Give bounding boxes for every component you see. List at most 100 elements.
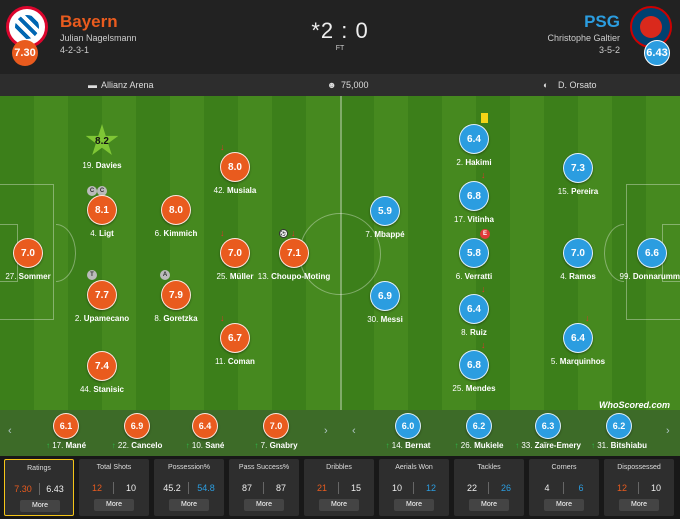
player-name: Verratti xyxy=(464,272,493,281)
player-name: Coman xyxy=(227,357,255,366)
player-sommer[interactable]: 7.0 27. Sommer xyxy=(0,238,78,288)
player-number: 4. xyxy=(560,272,567,281)
match-status: FT xyxy=(335,45,345,52)
player-rating: 6.7 xyxy=(220,323,250,353)
sub-zaire-emery[interactable]: 6.3 ↑ 33. Zaïre-Emery xyxy=(508,410,588,456)
player-goretzka[interactable]: 7.9 8. Goretzka xyxy=(126,280,226,330)
player-number: 4. xyxy=(90,229,97,238)
bench-next-chevron-icon[interactable]: › xyxy=(324,425,328,437)
away-team-name[interactable]: PSG xyxy=(584,12,620,31)
player-rating: 8.0 xyxy=(161,195,191,225)
player-ramos[interactable]: 7.0 4. Ramos xyxy=(528,238,628,288)
home-team-name[interactable]: Bayern xyxy=(60,12,118,31)
sub-bernat[interactable]: 6.0 ↑ 14. Bernat xyxy=(368,410,448,456)
more-button[interactable]: More xyxy=(544,499,584,511)
more-button[interactable]: More xyxy=(394,499,434,511)
more-button[interactable]: More xyxy=(619,499,659,511)
a-badge: A xyxy=(160,270,170,280)
player-name: Sommer xyxy=(18,272,51,281)
stat-card-dispossessed[interactable]: Dispossessed 12 10 More xyxy=(604,459,674,516)
player-number: 5. xyxy=(550,357,558,366)
player-mendes[interactable]: 6.8 25. Mendes xyxy=(424,350,524,400)
player-kimmich[interactable]: 8.0 6. Kimmich xyxy=(126,195,226,245)
player-name: Zaïre-Emery xyxy=(534,441,581,450)
sub-off-icon: ↓ xyxy=(291,228,296,238)
sub-on-icon: ↑ xyxy=(385,441,390,450)
sub-off-icon: ↓ xyxy=(220,228,225,238)
player-number: 2. xyxy=(456,158,464,167)
captain-badge: C xyxy=(87,186,97,196)
more-button[interactable]: More xyxy=(169,499,209,511)
stat-card-ratings[interactable]: Ratings 7.30 6.43 More xyxy=(4,459,74,516)
player-musiala[interactable]: 8.0 42. Musiala xyxy=(185,152,285,202)
whistle-icon: ◐ xyxy=(543,80,549,90)
stat-away-value: 15 xyxy=(350,483,361,493)
sub-off-icon: ↓ xyxy=(220,313,225,323)
captain-badge: C xyxy=(97,186,107,196)
player-upamecano[interactable]: 7.7 2. Upamecano xyxy=(52,280,152,330)
player-muller[interactable]: 7.0 25. Müller xyxy=(185,238,285,288)
player-ruiz[interactable]: 6.4 8. Ruiz xyxy=(424,294,524,344)
sub-cancelo[interactable]: 6.9 ↑ 22. Cancelo xyxy=(97,410,177,456)
player-stanisic[interactable]: 7.4 44. Stanisic xyxy=(52,351,152,401)
referee: D. Orsato xyxy=(558,80,597,90)
player-rating: 6.0 xyxy=(395,413,421,439)
player-number: 13. xyxy=(257,272,269,281)
player-name: Mendes xyxy=(465,384,496,393)
match-header: 7.30 Bayern Julian Nagelsmann 4-2-3-1 *2… xyxy=(0,0,680,74)
stat-title: Ratings xyxy=(27,465,51,472)
player-number: 17. xyxy=(454,215,466,224)
player-marquinhos[interactable]: 6.4 5. Marquinhos xyxy=(528,323,628,373)
stat-card-dribbles[interactable]: Dribbles 21 15 More xyxy=(304,459,374,516)
stat-card-aerials-won[interactable]: Aerials Won 10 12 More xyxy=(379,459,449,516)
bench-next-chevron-icon[interactable]: › xyxy=(666,425,670,437)
player-number: 99. xyxy=(619,272,631,281)
player-number: 19. xyxy=(82,161,94,170)
stat-card-total-shots[interactable]: Total Shots 12 10 More xyxy=(79,459,149,516)
more-button[interactable]: More xyxy=(469,499,509,511)
more-button[interactable]: More xyxy=(94,499,134,511)
player-pereira[interactable]: 7.3 15. Pereira xyxy=(528,153,628,203)
sub-gnabry[interactable]: 7.0 ↑ 7. Gnabry xyxy=(236,410,316,456)
stat-title: Corners xyxy=(551,464,577,471)
stat-home-value: 87 xyxy=(241,483,252,493)
player-ligt[interactable]: 8.1 4. Ligt xyxy=(52,195,152,245)
player-hakimi[interactable]: 6.4 2. Hakimi xyxy=(424,124,524,174)
stat-card-corners[interactable]: Corners 4 6 More xyxy=(529,459,599,516)
player-rating: 7.0 xyxy=(263,413,289,439)
player-name: Donnarumma xyxy=(632,272,680,281)
more-button[interactable]: More xyxy=(20,500,60,512)
sub-mukiele[interactable]: 6.2 ↑ 26. Mukiele xyxy=(439,410,519,456)
player-rating: 8.2 xyxy=(85,124,119,155)
player-rating: 7.7 xyxy=(87,280,117,310)
more-button[interactable]: More xyxy=(319,499,359,511)
stat-card-possession[interactable]: Possession% 45.2 54.8 More xyxy=(154,459,224,516)
player-vitinha[interactable]: 6.8 17. Vitinha xyxy=(424,181,524,231)
player-davies[interactable]: 8.2 19. Davies xyxy=(52,124,152,177)
player-name: Müller xyxy=(229,272,254,281)
player-rating: 7.1 xyxy=(279,238,309,268)
sub-off-icon: ↓ xyxy=(481,284,486,294)
stat-card-tackles[interactable]: Tackles 22 26 More xyxy=(454,459,524,516)
stat-card-pass-success[interactable]: Pass Success% 87 87 More xyxy=(229,459,299,516)
stat-away-value: 10 xyxy=(125,483,136,493)
bench-prev-chevron-icon[interactable]: ‹ xyxy=(352,425,356,437)
player-choupo-moting[interactable]: 7.1 13. Choupo-Moting xyxy=(244,238,344,288)
player-rating: 7.9 xyxy=(161,280,191,310)
player-donnarumma[interactable]: 6.6 99. Donnarumma xyxy=(602,238,680,288)
sub-sane[interactable]: 6.4 ↑ 10. Sané xyxy=(165,410,245,456)
more-button[interactable]: More xyxy=(244,499,284,511)
player-name: Mukiele xyxy=(474,441,504,450)
player-messi[interactable]: 6.9 30. Messi xyxy=(335,281,435,331)
stat-home-value: 21 xyxy=(316,483,327,493)
bench-prev-chevron-icon[interactable]: ‹ xyxy=(8,425,12,437)
sub-off-icon: ↓ xyxy=(481,340,486,350)
player-coman[interactable]: 6.7 11. Coman xyxy=(185,323,285,373)
player-verratti[interactable]: 5.8 6. Verratti xyxy=(424,238,524,288)
player-mbappe[interactable]: 5.9 7. Mbappé xyxy=(335,196,435,246)
home-formation: 4-2-3-1 xyxy=(60,45,90,55)
sub-bitshiabu[interactable]: 6.2 ↑ 31. Bitshiabu xyxy=(579,410,659,456)
sub-mane[interactable]: 6.1 ↑ 17. Mané xyxy=(26,410,106,456)
player-name: Bitshiabu xyxy=(610,441,648,450)
player-rating: 6.1 xyxy=(53,413,79,439)
